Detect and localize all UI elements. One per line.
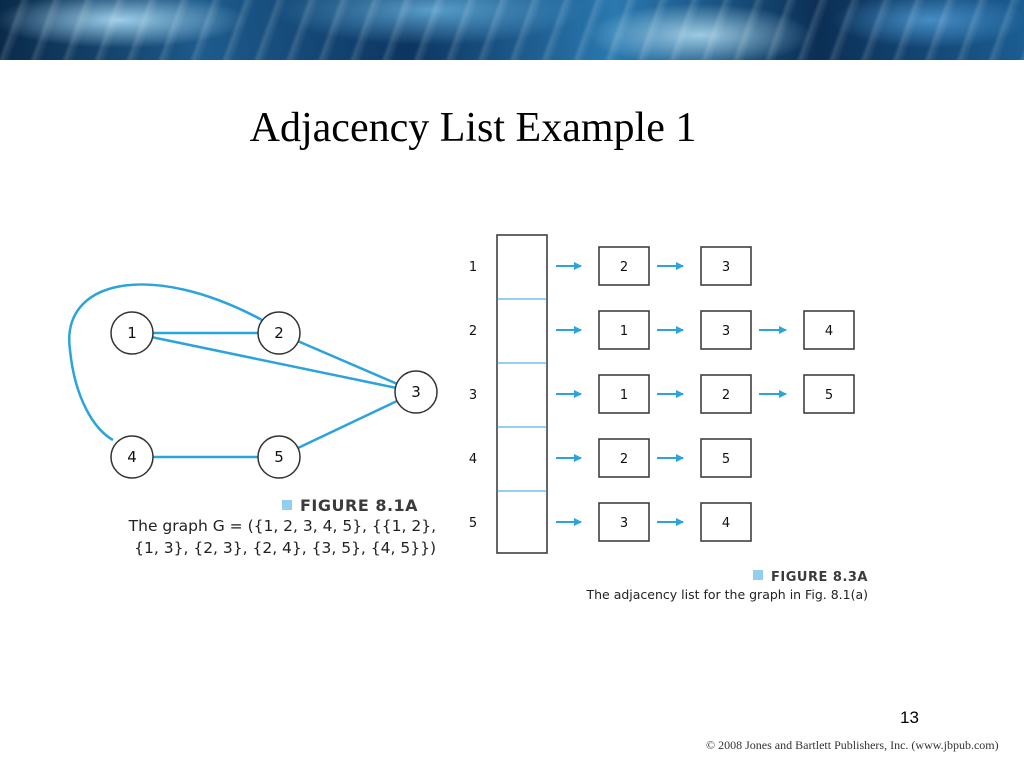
copyright-notice: © 2008 Jones and Bartlett Publishers, In… [706, 738, 999, 753]
node-label: 4 [127, 448, 137, 466]
page-number: 13 [900, 708, 919, 728]
figure-caption: The adjacency list for the graph in Fig.… [553, 587, 868, 602]
list-node-label: 2 [620, 260, 628, 275]
row-index-label: 1 [469, 260, 477, 275]
graph-nodes: 1 2 3 4 5 [111, 312, 437, 478]
graph-node-3: 3 [395, 371, 437, 413]
edge-2-4 [69, 284, 262, 440]
adjacency-list: 1 2 3 2 1 3 4 3 1 2 5 4 2 5 5 3 4 [469, 235, 854, 553]
array-column [497, 235, 547, 553]
list-node-label: 4 [825, 324, 833, 339]
graph-node-4: 4 [111, 436, 153, 478]
list-node-label: 5 [722, 452, 730, 467]
node-label: 5 [274, 448, 284, 466]
figure-bullet-square [753, 570, 763, 580]
list-node-label: 2 [722, 388, 730, 403]
figure-caption-line: {1, 3}, {2, 3}, {2, 4}, {3, 5}, {4, 5}}) [116, 537, 436, 559]
list-node-label: 3 [722, 324, 730, 339]
graph-node-2: 2 [258, 312, 300, 354]
graph-edges [69, 284, 416, 457]
list-node-label: 4 [722, 516, 730, 531]
row-index-label: 2 [469, 324, 477, 339]
edge-3-5 [279, 392, 416, 457]
figure-8-1a-caption: FIGURE 8.1A The graph G = ({1, 2, 3, 4, … [116, 496, 436, 559]
list-node-label: 5 [825, 388, 833, 403]
graph-node-1: 1 [111, 312, 153, 354]
row-index-label: 4 [469, 452, 477, 467]
row-index-label: 5 [469, 516, 477, 531]
node-label: 3 [411, 383, 421, 401]
list-node-label: 1 [620, 324, 628, 339]
figure-label: FIGURE 8.1A [300, 496, 418, 515]
node-label: 2 [274, 324, 284, 342]
figure-bullet-square [282, 500, 292, 510]
edge-2-3 [279, 333, 416, 392]
figure-8-3a-caption: FIGURE 8.3A The adjacency list for the g… [553, 570, 868, 602]
graph-node-5: 5 [258, 436, 300, 478]
list-node-label: 3 [620, 516, 628, 531]
list-node-label: 1 [620, 388, 628, 403]
figure-label: FIGURE 8.3A [771, 570, 868, 585]
row-index-label: 3 [469, 388, 477, 403]
list-node-label: 2 [620, 452, 628, 467]
node-label: 1 [127, 324, 137, 342]
figure-caption-line: The graph G = ({1, 2, 3, 4, 5}, {{1, 2}, [116, 515, 436, 537]
list-node-label: 3 [722, 260, 730, 275]
